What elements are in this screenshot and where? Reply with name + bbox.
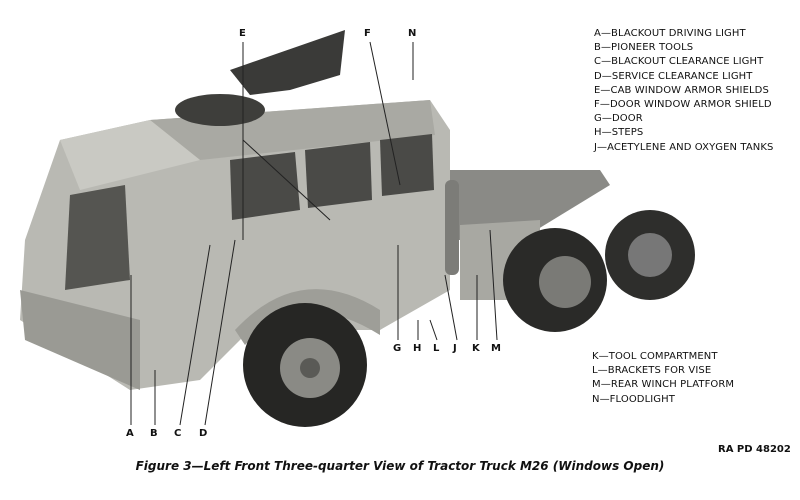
legend-item: N—FLOODLIGHT	[592, 393, 675, 405]
leader-lines	[130, 41, 498, 426]
legend-item: G—DOOR	[594, 113, 643, 125]
legend-top: A—BLACKOUT DRIVING LIGHT B—PIONEER TOOLS…	[594, 27, 773, 155]
door-window	[380, 134, 434, 196]
legend-item: L—BRACKETS FOR VISE	[592, 365, 712, 377]
legend-item: M—REAR WINCH PLATFORM	[592, 379, 735, 391]
callout-b: B	[150, 428, 158, 439]
cab-window	[305, 142, 372, 208]
legend-item: A—BLACKOUT DRIVING LIGHT	[594, 28, 746, 39]
callout-e: E	[239, 28, 246, 39]
gas-tank	[445, 180, 459, 275]
callout-d: D	[199, 428, 208, 439]
hub-cap	[300, 358, 320, 378]
cab-window	[230, 152, 300, 220]
callout-n: N	[408, 28, 417, 39]
legend-item: K—TOOL COMPARTMENT	[592, 351, 718, 362]
legend-bottom: K—TOOL COMPARTMENT L—BRACKETS FOR VISE M…	[592, 350, 734, 407]
windshield-shield	[60, 120, 200, 190]
figure-caption: Figure 3—Left Front Three-quarter View o…	[135, 459, 665, 473]
front-armor-hatch	[65, 185, 130, 290]
legend-item: H—STEPS	[594, 127, 644, 139]
legend-item: B—PIONEER TOOLS	[594, 42, 694, 54]
callout-k: K	[472, 343, 480, 354]
callout-m: M	[491, 343, 501, 354]
legend-item: J—ACETYLENE AND OXYGEN TANKS	[594, 141, 774, 153]
rolled-tarp	[175, 94, 265, 126]
callout-l: L	[433, 343, 440, 354]
legend-item: D—SERVICE CLEARANCE LIGHT	[594, 70, 753, 82]
legend-item: F—DOOR WINDOW ARMOR SHIELD	[594, 99, 772, 111]
rear-frame	[440, 170, 610, 240]
legend-item: C—BLACKOUT CLEARANCE LIGHT	[594, 56, 764, 68]
callout-f: F	[364, 28, 371, 39]
callout-g: G	[393, 343, 402, 354]
callout-j: J	[453, 343, 457, 354]
hub	[628, 233, 672, 277]
hub	[539, 256, 591, 308]
roof-tarp	[230, 30, 345, 95]
reference-number: RA PD 48202	[718, 444, 791, 455]
front-bumper	[20, 290, 140, 390]
callout-h: H	[413, 343, 422, 354]
callout-a: A	[126, 428, 134, 439]
callout-c: C	[174, 428, 182, 439]
legend-item: E—CAB WINDOW ARMOR SHIELDS	[594, 84, 769, 96]
front-fender	[235, 289, 380, 345]
